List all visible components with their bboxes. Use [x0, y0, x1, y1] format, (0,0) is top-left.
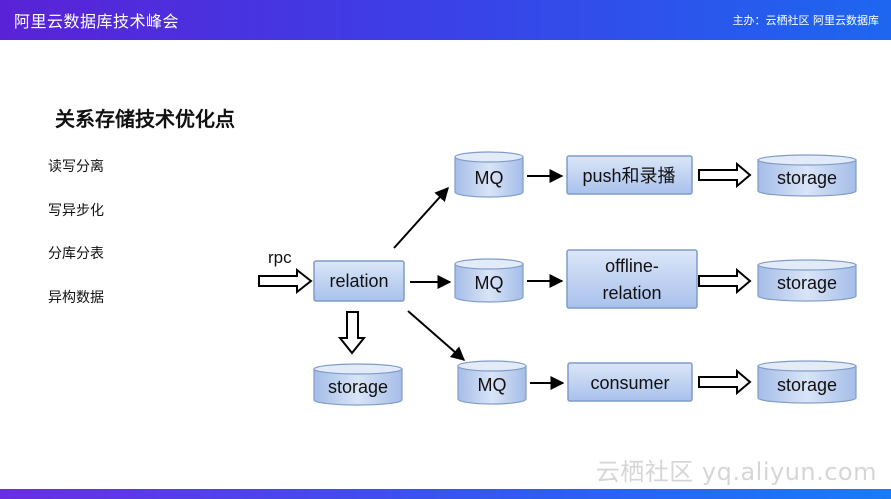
- relation-to-mq-bot-arrow: [407, 310, 466, 361]
- slide-title: 关系存储技术优化点: [55, 107, 235, 131]
- relation-node: relation: [313, 260, 405, 302]
- relation-to-mq-top-arrow: [393, 186, 449, 249]
- offline-to-storage-hollow-arrow: [698, 267, 752, 295]
- consumer-to-storage-hollow-arrow: [698, 368, 752, 396]
- list-item: 读写分离: [48, 159, 104, 175]
- conference-title: 阿里云数据库技术峰会: [14, 12, 180, 31]
- push-to-storage-hollow-arrow: [698, 161, 752, 189]
- list-item: 异构数据: [48, 289, 104, 306]
- consumer-label: consumer: [590, 373, 669, 393]
- storage-main-node: storage: [313, 363, 403, 406]
- rpc-hollow-arrow: [258, 267, 313, 295]
- push-node: push和录播: [566, 155, 693, 195]
- relation-label: relation: [329, 271, 388, 291]
- relation-to-storage-hollow-arrow: [337, 311, 367, 355]
- mq-mid-label: MQ: [475, 273, 504, 293]
- rpc-label: rpc: [268, 248, 292, 267]
- offline-label-line1: offline-: [605, 256, 659, 276]
- footer-bar: [0, 489, 891, 499]
- mq-top-label: MQ: [475, 168, 504, 188]
- storage-main-label: storage: [328, 377, 388, 397]
- mq-bot-label: MQ: [478, 375, 507, 395]
- list-item: 分库分表: [48, 246, 104, 262]
- mq-mid-node: MQ: [454, 258, 524, 303]
- header-bar: 阿里云数据库技术峰会 主办：云栖社区 阿里云数据库: [0, 0, 891, 40]
- offline-relation-node: offline- relation: [566, 249, 698, 309]
- organizer-text: 主办：云栖社区 阿里云数据库: [732, 14, 880, 27]
- storage-bot-node: storage: [757, 360, 857, 404]
- mq-top-node: MQ: [454, 151, 524, 198]
- watermark: 云栖社区 yq.aliyun.com: [595, 458, 877, 486]
- list-item: 写异步化: [48, 202, 104, 219]
- offline-label-line2: relation: [602, 283, 661, 303]
- mq-bot-node: MQ: [457, 360, 527, 405]
- storage-mid-label: storage: [777, 273, 837, 293]
- optimization-list: 读写分离 写异步化 分库分表 异构数据: [48, 157, 104, 331]
- storage-top-label: storage: [777, 168, 837, 188]
- storage-top-node: storage: [757, 154, 857, 197]
- push-label: push和录播: [582, 166, 675, 186]
- storage-bot-label: storage: [777, 375, 837, 395]
- consumer-node: consumer: [567, 362, 693, 402]
- storage-mid-node: storage: [757, 259, 857, 302]
